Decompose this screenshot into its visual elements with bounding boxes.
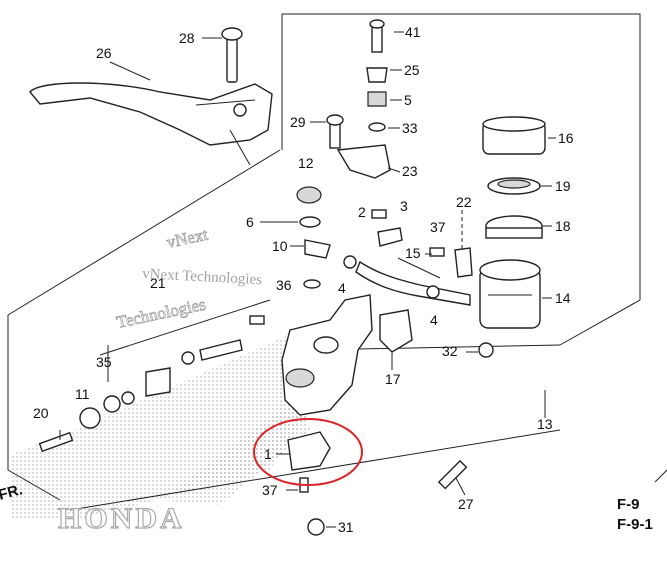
master-cylinder-body [281,294,413,416]
callout-15: 15 [405,245,421,261]
hose-connector [429,210,473,278]
piston-assembly [38,299,271,453]
front-marker: FR. [0,481,24,504]
page-ref-secondary: F-9-1 [617,516,653,533]
bracket [336,144,391,179]
callout-22: 22 [456,194,472,210]
callout-29: 29 [290,114,306,130]
callout-18: 18 [555,218,571,234]
callout-13: 13 [537,416,553,432]
brake-light-switch [253,418,363,493]
callout-6: 6 [246,214,254,230]
callout-4-right: 4 [430,312,438,328]
callout-33: 33 [402,120,418,136]
cylinder-small-parts [296,186,403,289]
callout-37-lower: 37 [262,482,278,498]
highlight-circle [253,418,363,486]
wing-shading [10,330,330,520]
callout-17: 17 [385,371,401,387]
callout-27: 27 [458,496,474,512]
callout-12: 12 [298,155,314,171]
callout-21: 21 [150,275,166,291]
callout-14: 14 [555,290,571,306]
callout-19: 19 [555,178,571,194]
pivot-bolt [221,27,243,83]
watermark-overlay: vNext Technologies [142,266,263,288]
callout-31: 31 [338,519,354,535]
callout-20: 20 [33,405,49,421]
callout-32: 32 [442,343,458,359]
brake-lever [29,82,273,166]
watermark: vNext Technologies vNext Technologies [115,224,263,332]
callout-36: 36 [276,277,292,293]
page-ref-primary: F-9 [617,496,640,513]
watermark-line1: vNext [165,225,210,252]
mounting-bolts [307,342,494,536]
callout-28: 28 [179,30,195,46]
callout-3: 3 [400,198,408,214]
callout-26: 26 [96,45,112,61]
callout-10: 10 [272,238,288,254]
callout-35: 35 [96,354,112,370]
brand-mark: HONDA [58,502,185,535]
callout-25: 25 [404,62,420,78]
leader-lines [59,31,556,528]
reservoir-hose [343,255,471,306]
watermark-line2: Technologies [115,295,207,332]
callout-1: 1 [264,446,272,462]
callout-23: 23 [402,163,418,179]
assembly-frame [7,13,641,511]
callout-2: 2 [358,204,366,220]
callout-labels: 28 26 41 25 5 29 33 16 12 23 19 6 2 3 22… [33,24,574,535]
reservoir-top-parts [326,19,388,149]
callout-5: 5 [404,92,412,108]
page-references: F-9 F-9-1 [617,469,667,533]
fluid-reservoir [479,116,546,329]
callout-41: 41 [405,24,421,40]
callout-37-upper: 37 [430,219,446,235]
callout-16: 16 [558,130,574,146]
callout-11: 11 [75,386,90,402]
callout-4-left: 4 [338,280,346,296]
